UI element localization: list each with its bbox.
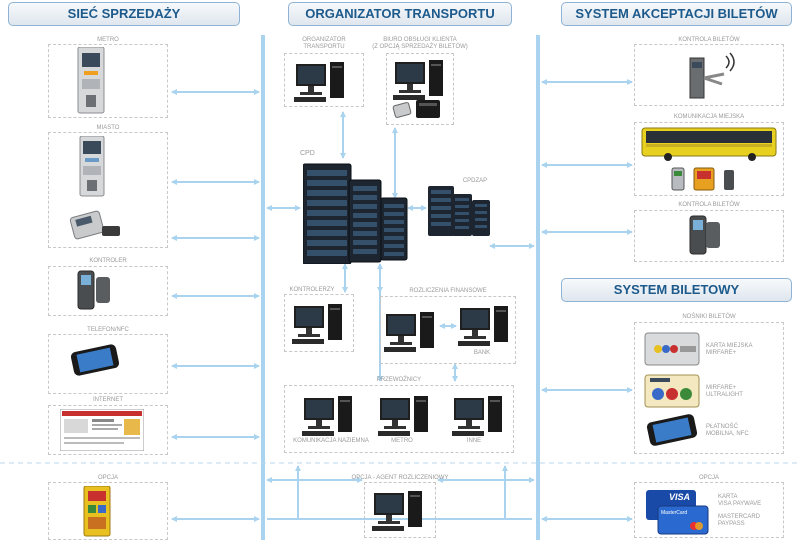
- sales-option-label: OPCJA: [97, 475, 118, 481]
- sales-option-box: [48, 482, 168, 540]
- agent-box: [364, 482, 436, 538]
- ticket-control-box-2: [634, 210, 784, 262]
- controllers-label: KONTROLERZY: [289, 287, 335, 293]
- smartphone-icon: [70, 344, 120, 376]
- cpd-label: CPD: [300, 150, 315, 157]
- visa-label: KARTA VISA PAYWAVE: [718, 494, 762, 507]
- server-rack-icon: [303, 163, 408, 264]
- visa-brand-label: VISA: [669, 492, 691, 502]
- ticket-machine-icon: [77, 47, 105, 114]
- card-reader-printer-icon: [392, 100, 440, 118]
- payment-cards-icon: [646, 490, 709, 535]
- computer-icon: [458, 306, 508, 346]
- computer-icon: [294, 62, 344, 102]
- sales-controller-box: [48, 266, 168, 316]
- organizer-label: ORGANIZATOR TRANSPORTU: [302, 37, 346, 50]
- header-sales-network: SIEĆ SPRZEDAŻY: [8, 2, 240, 26]
- customer-office-label: BIURO OBSŁUGI KLIENTA (Z OPCJĄ SPRZEDAŻY…: [372, 37, 468, 50]
- computer-icon: [393, 60, 443, 100]
- carrier-metro-label: METRO: [391, 438, 413, 444]
- organizer-box: [284, 53, 364, 107]
- carriers-box: [284, 385, 514, 453]
- validator-devices-icon: [671, 167, 734, 191]
- computer-icon: [372, 491, 422, 531]
- handheld-reader-icon: [77, 270, 110, 310]
- mifare-card-label: MIRFARE+ ULTRALIGHT: [706, 385, 743, 398]
- sales-controller-label: KONTROLER: [89, 258, 127, 264]
- vending-kiosk-icon: [83, 486, 111, 537]
- city-transport-box: [634, 122, 784, 196]
- computer-icon: [384, 312, 434, 352]
- server-rack-icon: [428, 186, 490, 236]
- ticket-control-label-2: KONTROLA BILETÓW: [678, 202, 740, 208]
- ground-transport-label: KOMUNIKACJA NAZIEMNA: [293, 438, 369, 444]
- sales-city-box: [48, 132, 168, 248]
- smartphone-icon: [646, 414, 698, 446]
- sales-phone-box: [48, 334, 168, 394]
- city-card-label: KARTA MIEJSKA MIRFARE+: [706, 343, 753, 356]
- customer-office-box: [386, 53, 454, 125]
- turnstile-gate-icon: [689, 52, 735, 99]
- ticket-control-box-1: [634, 44, 784, 106]
- payment-terminal-icon: [69, 210, 120, 240]
- carrier-others-label: INNE: [466, 438, 482, 444]
- sales-phone-label: TELEFON/NFC: [87, 327, 129, 333]
- cpdzap-label: CPDZAP: [462, 178, 488, 184]
- settlements-box: [380, 296, 516, 364]
- sales-city-label: MIASTO: [96, 125, 120, 131]
- mastercard-label: MASTERCARD PAYPASS: [718, 514, 761, 527]
- bus-icon: [641, 127, 777, 161]
- computer-icon: [302, 396, 352, 436]
- ticket-control-label-1: KONTROLA BILETÓW: [678, 37, 740, 43]
- mastercard-brand-label: MasterCard: [661, 510, 688, 516]
- sales-internet-box: [48, 405, 168, 455]
- computer-icon: [378, 396, 428, 436]
- mobile-payment-label: PŁATNOŚĆ MOBILNA, NFC: [706, 424, 749, 437]
- ticket-carriers-label: NOŚNIKI BILETÓW: [682, 314, 736, 320]
- sales-metro-box: [48, 44, 168, 118]
- handheld-reader-icon: [689, 215, 720, 255]
- ticket-carriers-box: [634, 322, 784, 454]
- header-ticket-acceptance: SYSTEM AKCEPTACJI BILETÓW: [561, 2, 792, 26]
- sales-metro-label: METRO: [97, 37, 119, 43]
- computer-icon: [452, 396, 502, 436]
- agent-label: OPCJA - AGENT ROZLICZENIOWY: [351, 475, 449, 481]
- payment-cards-box: [634, 482, 784, 538]
- bank-label: BANK: [473, 350, 491, 356]
- settlements-label: ROZLICZENIA FINANSOWE: [409, 288, 487, 294]
- header-transport-organizer: ORGANIZATOR TRANSPORTU: [288, 2, 512, 26]
- carriers-label: PRZEWOŹNICY: [376, 377, 422, 383]
- payment-option-label: OPCJA: [698, 475, 719, 481]
- sales-internet-label: INTERNET: [93, 397, 123, 403]
- header-ticket-system: SYSTEM BILETOWY: [561, 278, 792, 302]
- controllers-box: [284, 294, 354, 352]
- mifare-card-icon: [644, 374, 700, 408]
- computer-icon: [292, 304, 342, 344]
- ticket-machine-icon: [79, 136, 105, 197]
- website-icon: [60, 409, 144, 451]
- city-transport-label: KOMUNIKACJA MIEJSKA: [673, 114, 745, 120]
- city-card-icon: [644, 332, 700, 366]
